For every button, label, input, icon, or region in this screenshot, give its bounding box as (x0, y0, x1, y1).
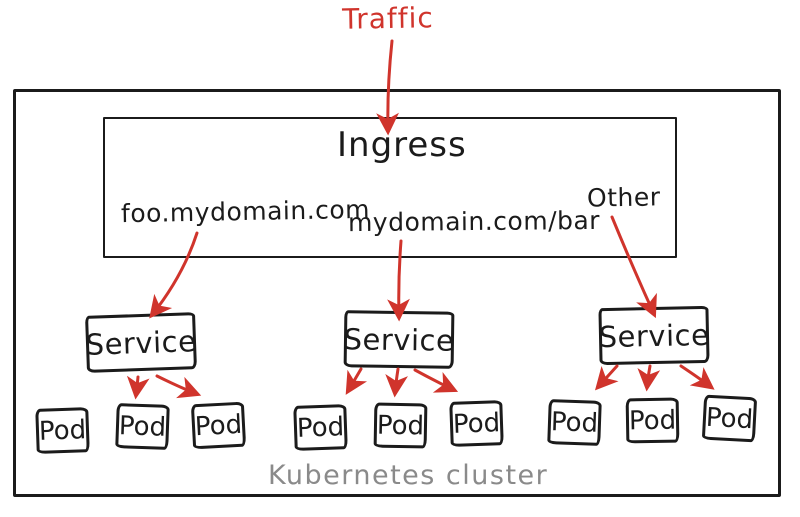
pod-box-2c: Pod (449, 400, 504, 447)
service-2-label: Service (343, 321, 455, 358)
pod-label: Pod (376, 410, 425, 441)
pod-label: Pod (550, 406, 599, 439)
pod-label: Pod (296, 411, 345, 444)
service-box-3: Service (598, 305, 710, 366)
service-box-2: Service (343, 310, 455, 369)
pod-box-2a: Pod (293, 404, 348, 451)
pod-box-3a: Pod (547, 399, 602, 446)
kubernetes-cluster-box (13, 89, 781, 497)
pod-label: Pod (452, 407, 501, 440)
ingress-rule-mydomain-bar: mydomain.com/bar (347, 205, 601, 238)
traffic-label: Traffic (341, 1, 435, 36)
pod-box-1c: Pod (190, 401, 247, 450)
kubernetes-cluster-label: Kubernetes cluster (268, 460, 549, 491)
pod-box-1b: Pod (115, 403, 170, 450)
ingress-rule-foo-mydomain: foo.mydomain.com (120, 194, 371, 229)
pod-box-3b: Pod (625, 397, 680, 444)
service-box-1: Service (85, 312, 197, 373)
service-3-label: Service (598, 317, 710, 354)
pod-label: Pod (628, 405, 677, 436)
pod-label: Pod (38, 414, 87, 447)
ingress-box: Ingress foo.mydomain.com mydomain.com/ba… (103, 117, 677, 258)
ingress-title: Ingress (337, 125, 467, 165)
pod-box-2b: Pod (373, 402, 428, 449)
ingress-rule-other: Other (586, 182, 661, 213)
pod-label: Pod (705, 402, 754, 435)
service-1-label: Service (85, 323, 197, 362)
pod-label: Pod (118, 410, 167, 443)
pod-box-3c: Pod (701, 394, 758, 443)
pod-label: Pod (194, 409, 243, 442)
pod-box-1a: Pod (35, 407, 90, 454)
